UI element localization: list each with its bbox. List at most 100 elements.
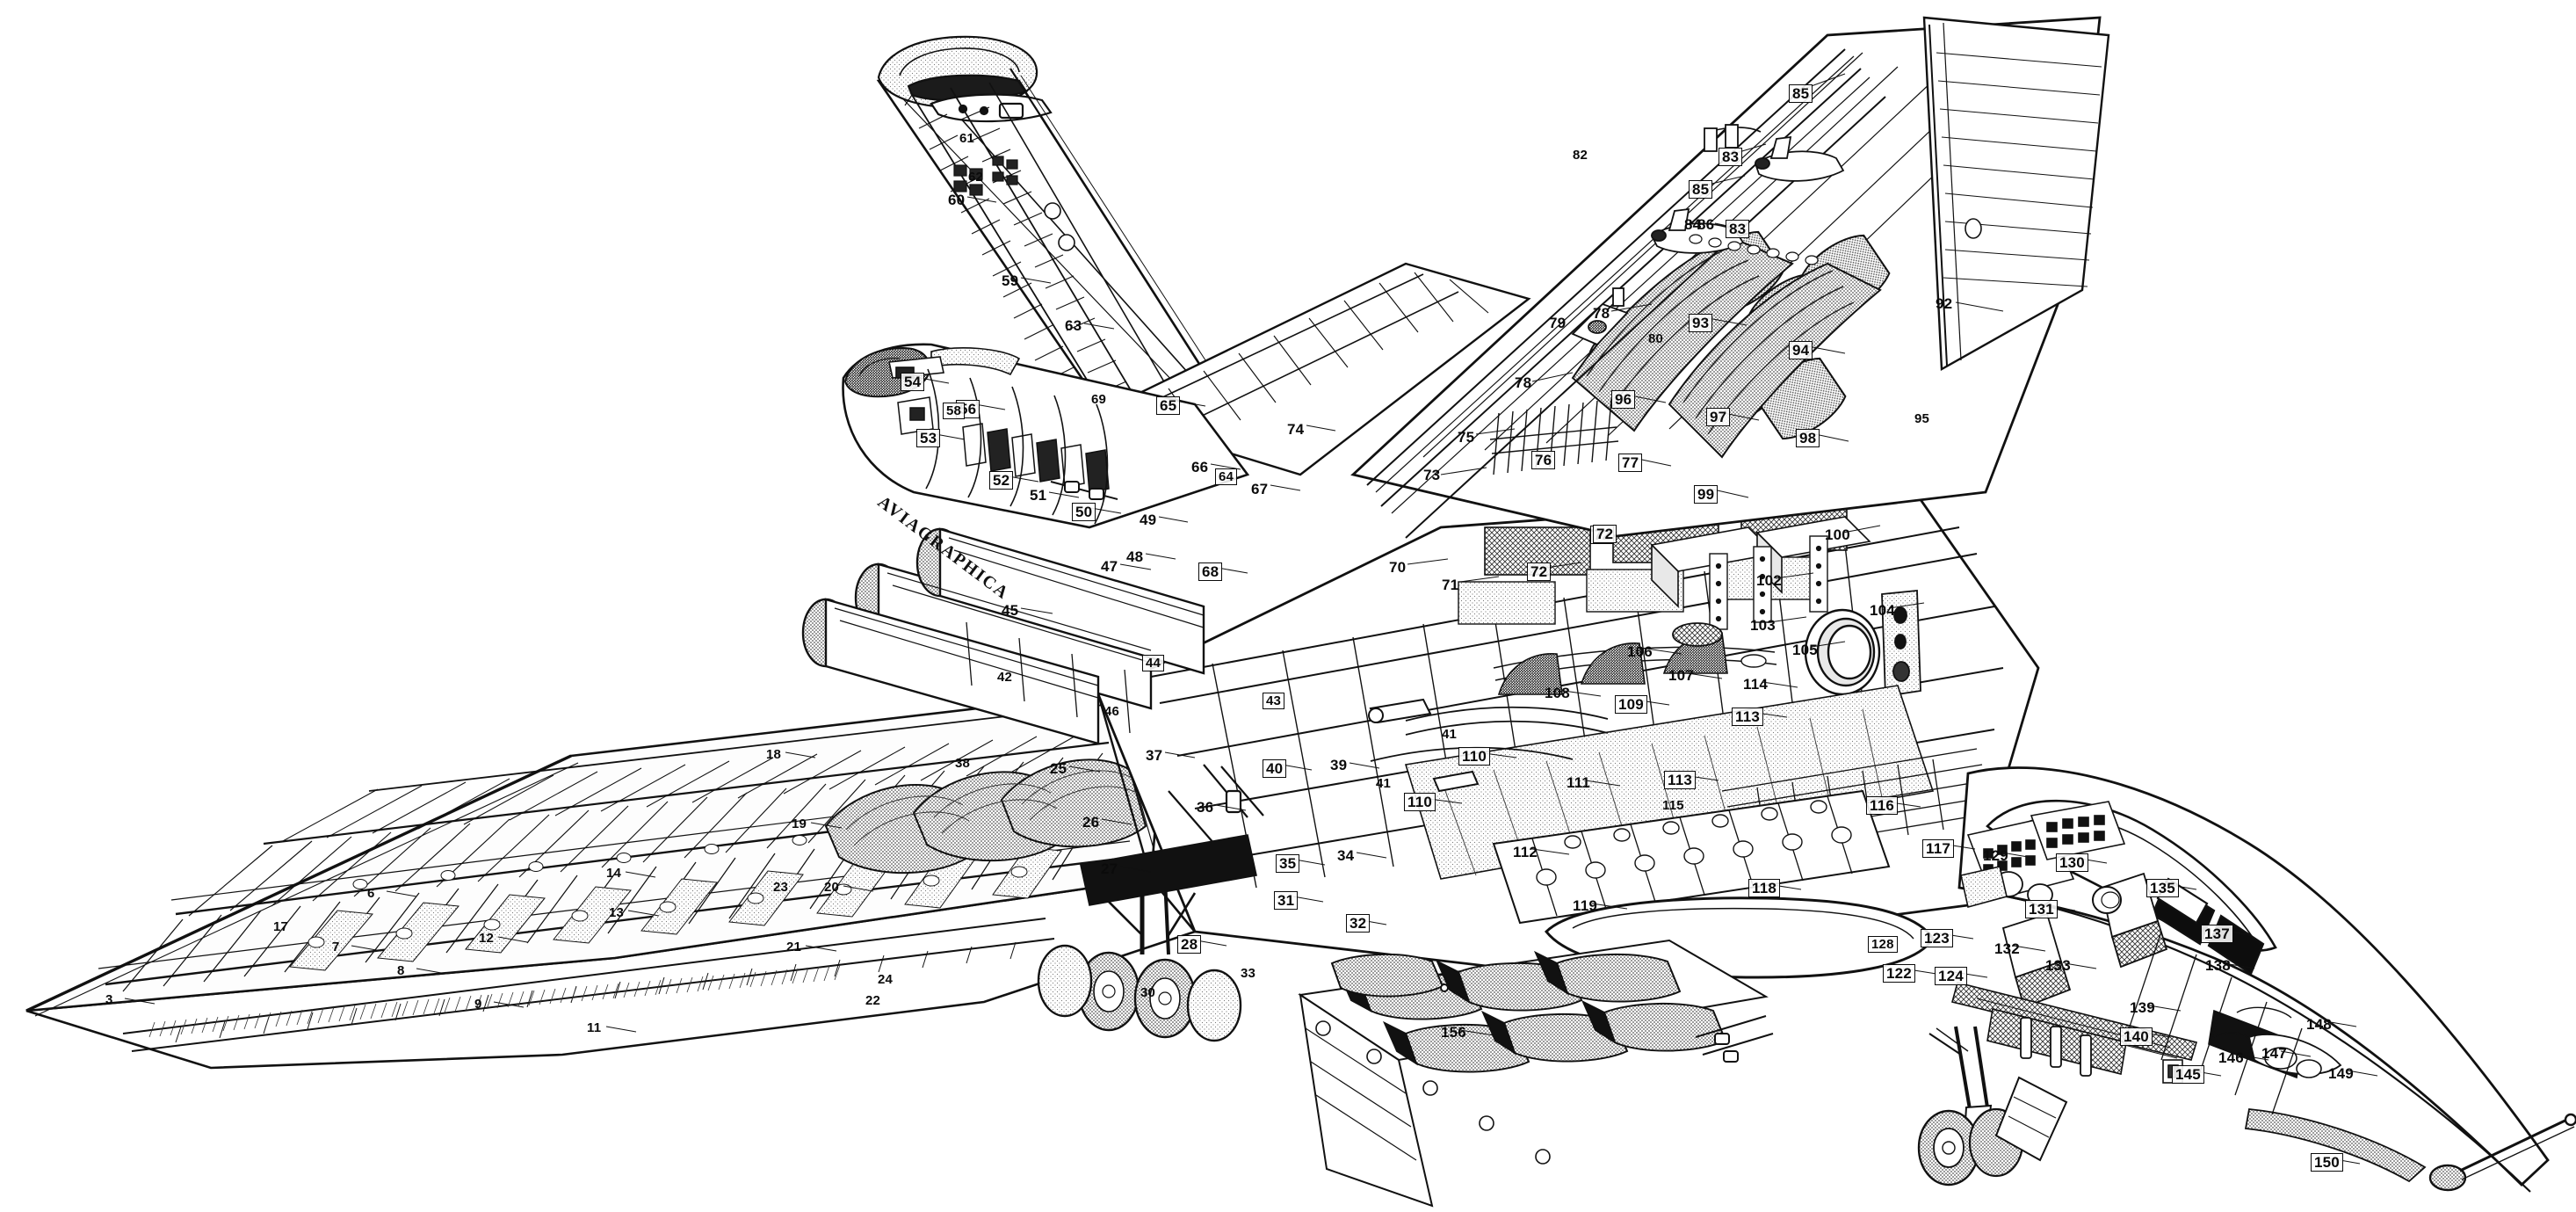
callout-number-60: 60 <box>948 192 966 208</box>
callout-number-30: 30 <box>1140 985 1156 1000</box>
callout-number-123: 123 <box>1921 929 1953 947</box>
callout-number-19: 19 <box>792 816 807 831</box>
main-landing-gear <box>1037 764 1264 1042</box>
callout-number-41: 41 <box>1376 776 1392 791</box>
callout-number-75: 75 <box>1458 429 1475 446</box>
callout-number-39: 39 <box>1330 757 1348 773</box>
callout-number-6: 6 <box>367 886 375 901</box>
callout-number-114: 114 <box>1743 676 1769 693</box>
callout-number-23: 23 <box>773 880 789 895</box>
callout-number-122: 122 <box>1883 964 1915 983</box>
callout-number-17: 17 <box>273 919 289 934</box>
callout-number-76: 76 <box>1531 451 1556 469</box>
callout-number-99: 99 <box>1694 485 1719 504</box>
callout-number-58: 58 <box>943 403 966 419</box>
callout-number-74: 74 <box>1287 421 1305 438</box>
callout-number-110: 110 <box>1458 747 1491 766</box>
callout-number-37: 37 <box>1146 747 1163 764</box>
callout-number-59: 59 <box>1002 272 1019 289</box>
tail-boom-engine-pod <box>842 343 1250 529</box>
callout-number-14: 14 <box>606 866 622 881</box>
callout-number-26: 26 <box>1082 814 1100 831</box>
callout-number-50: 50 <box>1072 503 1096 521</box>
callout-number-95: 95 <box>1914 411 1930 426</box>
callout-number-72: 72 <box>1527 562 1552 581</box>
callout-number-116: 116 <box>1866 796 1899 815</box>
callout-number-102: 102 <box>1756 572 1782 589</box>
callout-number-11: 11 <box>587 1020 602 1035</box>
callout-number-42: 42 <box>997 670 1013 685</box>
callout-number-68: 68 <box>1198 562 1223 581</box>
callout-number-96: 96 <box>1611 390 1636 409</box>
callout-number-137: 137 <box>2201 925 2233 943</box>
callout-number-7: 7 <box>332 940 340 954</box>
callout-number-70: 70 <box>1389 559 1407 576</box>
callout-number-83: 83 <box>1719 148 1743 166</box>
callout-number-78: 78 <box>1593 305 1610 322</box>
nose-landing-gear <box>1917 1026 2068 1187</box>
callout-number-13: 13 <box>609 905 625 920</box>
callout-number-64: 64 <box>1215 468 1238 485</box>
callout-number-148: 148 <box>2306 1016 2332 1033</box>
engine-exhaust-nozzles <box>801 527 1205 745</box>
callout-number-18: 18 <box>766 747 782 762</box>
callout-number-36: 36 <box>1197 799 1214 816</box>
forward-fuselage-cockpit <box>1951 766 2576 1193</box>
callout-number-98: 98 <box>1796 429 1820 447</box>
callout-number-149: 149 <box>2328 1065 2354 1082</box>
callout-number-112: 112 <box>1513 844 1538 860</box>
callout-number-82: 82 <box>1573 148 1588 163</box>
callout-number-79: 79 <box>1549 315 1567 331</box>
callout-number-21: 21 <box>786 940 802 954</box>
callout-number-85: 85 <box>1689 180 1713 199</box>
systems-plumbing <box>1368 622 1777 793</box>
callout-number-28: 28 <box>1177 935 1202 954</box>
callout-number-52: 52 <box>989 471 1014 490</box>
callout-number-83: 83 <box>1726 220 1750 238</box>
callout-number-108: 108 <box>1545 685 1570 701</box>
callout-number-146: 146 <box>2218 1049 2244 1066</box>
callout-number-65: 65 <box>1156 396 1181 415</box>
callout-number-40: 40 <box>1263 759 1287 778</box>
callout-number-71: 71 <box>1442 577 1459 593</box>
callout-number-67: 67 <box>1251 481 1269 497</box>
callout-number-105: 105 <box>1792 642 1818 658</box>
callout-number-128: 128 <box>1868 936 1898 953</box>
callout-number-47: 47 <box>1101 558 1118 575</box>
callout-number-72: 72 <box>1593 525 1617 543</box>
callout-number-109: 109 <box>1615 695 1647 714</box>
callout-number-111: 111 <box>1567 774 1591 791</box>
callout-number-54: 54 <box>901 373 925 391</box>
callout-number-41: 41 <box>1442 727 1458 742</box>
callout-number-130: 130 <box>2056 853 2088 872</box>
port-wing-assembly <box>25 693 1198 1070</box>
callout-number-33: 33 <box>1241 966 1256 981</box>
callout-number-131: 131 <box>2025 900 2058 918</box>
callout-number-103: 103 <box>1750 617 1776 634</box>
callout-number-97: 97 <box>1706 408 1731 426</box>
callout-number-113: 113 <box>1732 708 1764 726</box>
callout-number-119: 119 <box>1573 897 1598 914</box>
callout-number-145: 145 <box>2172 1065 2204 1084</box>
callout-number-78: 78 <box>1515 374 1532 391</box>
callout-number-92: 92 <box>1936 295 1953 312</box>
callout-number-117: 117 <box>1922 839 1955 858</box>
callout-number-20: 20 <box>824 880 840 895</box>
callout-number-44: 44 <box>1142 655 1165 671</box>
callout-number-48: 48 <box>1126 548 1144 565</box>
callout-number-107: 107 <box>1668 667 1694 684</box>
callout-number-132: 132 <box>1994 940 2020 957</box>
callout-number-38: 38 <box>955 756 971 771</box>
callout-number-139: 139 <box>2130 999 2155 1016</box>
callout-number-94: 94 <box>1789 341 1813 359</box>
callout-number-110: 110 <box>1404 793 1436 811</box>
callout-number-150: 150 <box>2311 1153 2343 1172</box>
callout-number-8: 8 <box>397 963 405 978</box>
callout-number-133: 133 <box>2045 957 2071 974</box>
callout-number-106: 106 <box>1627 643 1653 660</box>
callout-number-84: 84 <box>1684 216 1702 233</box>
callout-number-156: 156 <box>1441 1024 1466 1041</box>
callout-number-73: 73 <box>1423 467 1441 483</box>
